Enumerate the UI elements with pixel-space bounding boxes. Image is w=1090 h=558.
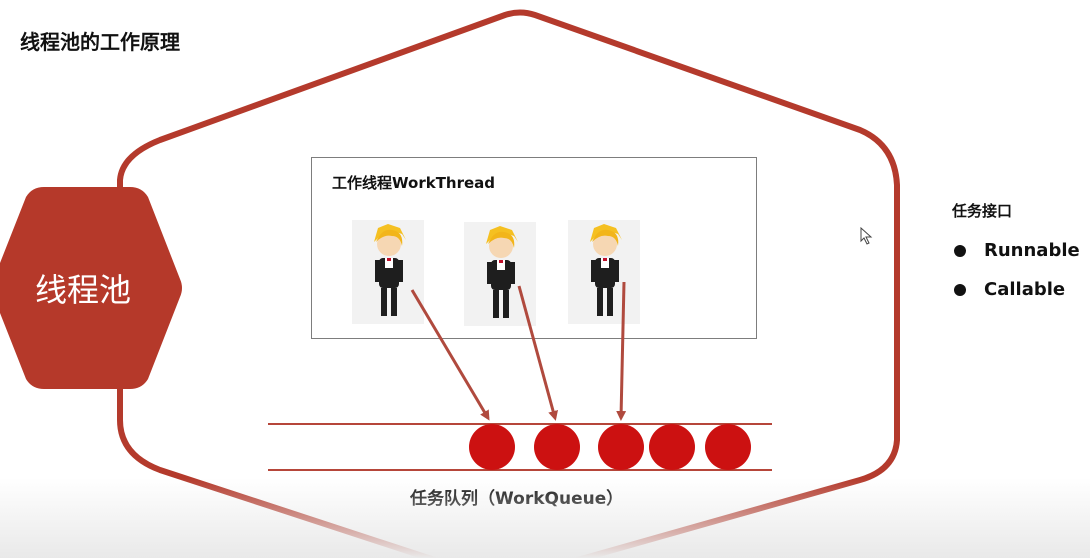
work-thread-label: 工作线程WorkThread [332, 174, 496, 192]
task-item [705, 424, 751, 470]
fetch-arrow [410, 289, 490, 421]
bullet-icon [954, 283, 966, 296]
task-interface-title: 任务接口 [952, 202, 1013, 220]
fetch-arrow [616, 281, 627, 421]
thread-pool-hexagon [0, 187, 182, 389]
task-item [534, 424, 580, 470]
interface-callable: Callable [984, 279, 1066, 300]
task-interface-list: 任务接口 Runnable Callable [952, 200, 1080, 309]
task-item [598, 424, 644, 470]
work-queue-label: 任务队列（WorkQueue） [410, 489, 624, 509]
thread-pool-label: 线程池 [34, 271, 131, 309]
list-item: Runnable [952, 231, 1080, 270]
page-title: 线程池的工作原理 [20, 30, 180, 54]
list-item: Callable [952, 270, 1080, 309]
fetch-arrow [517, 285, 558, 421]
mouse-cursor-icon [860, 227, 873, 245]
worker-figure [568, 220, 640, 324]
task-item [469, 424, 515, 470]
task-item [649, 424, 695, 470]
bullet-icon [954, 244, 966, 257]
worker-figure [352, 220, 424, 324]
interface-runnable: Runnable [984, 240, 1080, 261]
